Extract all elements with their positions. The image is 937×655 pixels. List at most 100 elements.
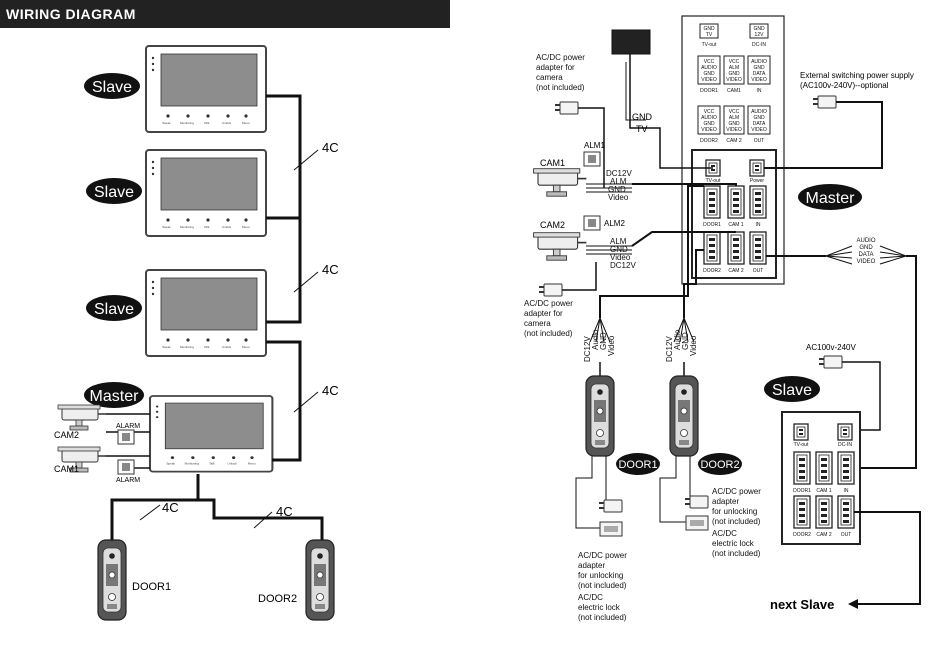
electric-lock-1 <box>599 521 623 537</box>
slave-port-in <box>837 451 855 485</box>
svg-text:GND: GND <box>859 245 873 251</box>
right-cam2 <box>532 231 588 262</box>
svg-text:for unlocking: for unlocking <box>712 507 757 516</box>
svg-text:VIDEO: VIDEO <box>751 77 767 83</box>
svg-text:OUT: OUT <box>754 138 765 144</box>
svg-text:DC12V: DC12V <box>665 336 674 362</box>
left-door1-label: DOOR1 <box>132 581 171 593</box>
master-port-cam1 <box>727 185 745 219</box>
svg-text:CAM 2: CAM 2 <box>726 138 742 144</box>
left-door1 <box>97 539 127 621</box>
alarm-box-1 <box>117 429 135 445</box>
svg-text:GND: GND <box>728 71 740 77</box>
left-cam2-label: CAM2 <box>54 430 79 440</box>
slave-monitor-2 <box>145 149 267 237</box>
svg-text:AUDIO: AUDIO <box>856 238 875 244</box>
svg-text:(not included): (not included) <box>578 581 627 590</box>
header-bar: WIRING DIAGRAM <box>0 0 450 28</box>
left-door2-label: DOOR2 <box>258 593 297 605</box>
left-cam2 <box>57 404 107 431</box>
slave-monitor-3 <box>145 269 267 357</box>
svg-text:TV: TV <box>706 32 713 38</box>
left-door2 <box>305 539 335 621</box>
svg-text:CAM 1: CAM 1 <box>728 222 744 228</box>
svg-text:VIDEO: VIDEO <box>701 127 717 133</box>
svg-text:CAM 1: CAM 1 <box>816 488 832 494</box>
next-slave-label: next Slave <box>770 597 834 612</box>
right-door2-station <box>669 375 699 457</box>
svg-text:ALM: ALM <box>729 115 739 121</box>
right-cam2-label: CAM2 <box>540 220 565 230</box>
alm2-box <box>583 215 601 231</box>
svg-text:Video: Video <box>608 193 629 202</box>
svg-text:Power: Power <box>750 178 765 184</box>
svg-text:(not included): (not included) <box>712 517 761 526</box>
svg-text:Video: Video <box>607 335 616 356</box>
badge-master-right: Master <box>798 184 862 210</box>
alarm-label-1: ALARM <box>116 423 140 430</box>
svg-text:TV-out: TV-out <box>702 42 717 48</box>
svg-text:DATA: DATA <box>753 121 766 127</box>
ext-supply-plug <box>812 95 837 109</box>
svg-text:CAM1: CAM1 <box>727 88 741 94</box>
slave-port-tvout <box>793 423 809 441</box>
slave-port-door2 <box>793 495 811 529</box>
svg-text:Slave: Slave <box>92 79 132 96</box>
svg-text:IN: IN <box>757 88 762 94</box>
svg-text:AUDIO: AUDIO <box>751 109 767 115</box>
cable-label-5: 4C <box>276 504 293 519</box>
svg-text:DOOR2: DOOR2 <box>703 268 721 274</box>
alarm-box-2 <box>117 459 135 475</box>
svg-text:VIDEO: VIDEO <box>726 77 742 83</box>
svg-text:AC/DC power: AC/DC power <box>536 53 585 62</box>
page-title: WIRING DIAGRAM <box>6 6 136 22</box>
next-slave-arrow-icon <box>848 599 858 609</box>
svg-text:adapter: adapter <box>712 497 739 506</box>
svg-text:AC/DC: AC/DC <box>578 593 603 602</box>
svg-text:GND: GND <box>753 26 765 32</box>
unlock-adapter-1 <box>598 499 623 513</box>
svg-text:adapter for: adapter for <box>536 63 575 72</box>
gnd-label: GND <box>632 112 653 122</box>
svg-text:AC/DC: AC/DC <box>712 529 737 538</box>
svg-text:AUDIO: AUDIO <box>751 59 767 65</box>
badge-slave-1: Slave <box>84 73 140 99</box>
bus-cables <box>110 94 324 540</box>
left-cam1-label: CAM1 <box>54 464 79 474</box>
svg-text:TV-out: TV-out <box>706 178 721 184</box>
svg-text:GND: GND <box>753 65 765 71</box>
master-port-power <box>749 159 765 177</box>
svg-text:GND: GND <box>703 121 715 127</box>
svg-text:Audio: Audio <box>673 329 682 350</box>
svg-text:AUDIO: AUDIO <box>701 115 717 121</box>
svg-text:(not included): (not included) <box>536 83 585 92</box>
svg-text:DC-IN: DC-IN <box>752 42 766 48</box>
svg-text:12V: 12V <box>755 32 765 38</box>
svg-text:ALM: ALM <box>729 65 739 71</box>
svg-text:DOOR1: DOOR1 <box>703 222 721 228</box>
right-cam1 <box>532 167 588 198</box>
unlock-adapter-2 <box>684 495 709 509</box>
svg-text:ALM: ALM <box>610 177 627 186</box>
svg-text:DATA: DATA <box>858 252 873 258</box>
slave-port-cam1 <box>815 451 833 485</box>
svg-text:(not included): (not included) <box>578 613 627 622</box>
svg-text:Video: Video <box>610 253 631 262</box>
master-port-out <box>749 231 767 265</box>
cable-label-4: 4C <box>162 500 179 515</box>
right-panel: GND TV TV-out GND 12V DC-IN VCC AUDIO GN… <box>524 15 921 622</box>
svg-text:DATA: DATA <box>753 71 766 77</box>
svg-text:DOOR2: DOOR2 <box>700 459 739 471</box>
slave-port-dcin <box>837 423 853 441</box>
alm1-box <box>583 151 601 167</box>
svg-text:Slave: Slave <box>94 301 134 318</box>
svg-text:electric lock: electric lock <box>712 539 755 548</box>
svg-text:camera: camera <box>524 319 551 328</box>
svg-text:VIDEO: VIDEO <box>726 127 742 133</box>
svg-text:IN: IN <box>844 488 849 494</box>
slave-port-cam2 <box>815 495 833 529</box>
badge-door2: DOOR2 <box>698 453 742 475</box>
master-port-cam2 <box>727 231 745 265</box>
cam-power-adapter-2 <box>538 283 563 297</box>
